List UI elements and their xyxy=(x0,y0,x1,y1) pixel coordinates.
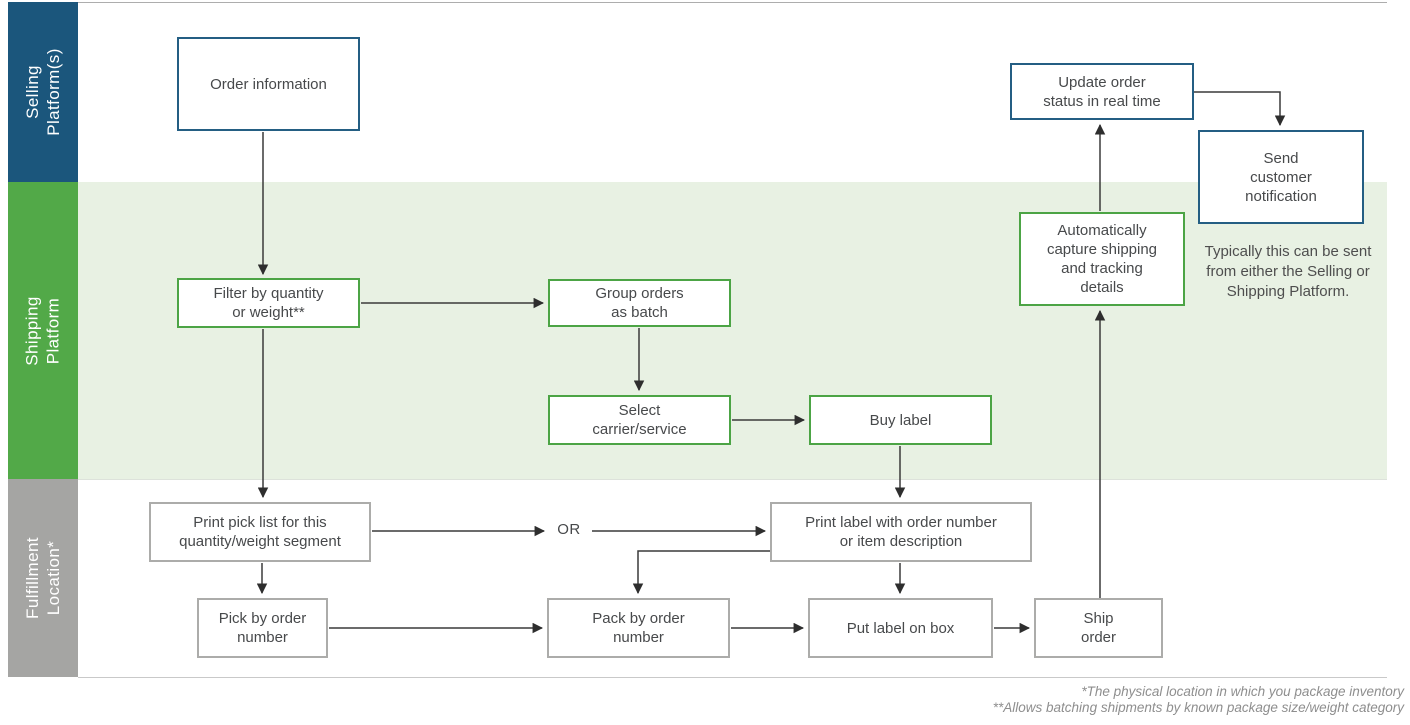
note-text: Typically this can be sent from either t… xyxy=(1204,243,1372,300)
node-send-customer-notification: Send customer notification xyxy=(1198,130,1364,224)
node-select-carrier-service: Select carrier/service xyxy=(548,395,731,445)
node-print-label-with-order-number: Print label with order number or item de… xyxy=(770,502,1032,562)
node-put-label-on-box: Put label on box xyxy=(808,598,993,658)
node-print-pick-list: Print pick list for this quantity/weight… xyxy=(149,502,371,562)
node-filter-by-quantity-or-weight: Filter by quantity or weight** xyxy=(177,278,360,328)
footnote-batching-shipments: **Allows batching shipments by known pac… xyxy=(992,699,1404,715)
node-automatically-capture-shipping: Automatically capture shipping and track… xyxy=(1019,212,1185,306)
node-ship-order: Ship order xyxy=(1034,598,1163,658)
node-update-order-status: Update order status in real time xyxy=(1010,63,1194,120)
node-buy-label: Buy label xyxy=(809,395,992,445)
node-pack-by-order-number: Pack by order number xyxy=(547,598,730,658)
node-group-orders-as-batch: Group orders as batch xyxy=(548,279,731,327)
lane-strip-fulfillment-location: Fulfillment Location* xyxy=(8,479,78,677)
footnote-fulfillment-location: *The physical location in which you pack… xyxy=(1081,684,1404,699)
lane-strip-shipping-platform: Shipping Platform xyxy=(8,182,78,479)
lane-divider-shipping-fulfillment xyxy=(78,479,1387,480)
diagram-top-border xyxy=(78,2,1387,3)
arrow-update-to-notification xyxy=(1194,91,1286,127)
or-junction-label: OR xyxy=(557,521,581,538)
lane-strip-selling-platform: Selling Platform(s) xyxy=(8,2,78,182)
node-order-information: Order information xyxy=(177,37,360,131)
arrow-printlabel-to-pack xyxy=(632,550,770,595)
node-pick-by-order-number: Pick by order number xyxy=(197,598,328,658)
footnotes: *The physical location in which you pack… xyxy=(993,684,1404,715)
diagram-bottom-border xyxy=(78,677,1387,678)
